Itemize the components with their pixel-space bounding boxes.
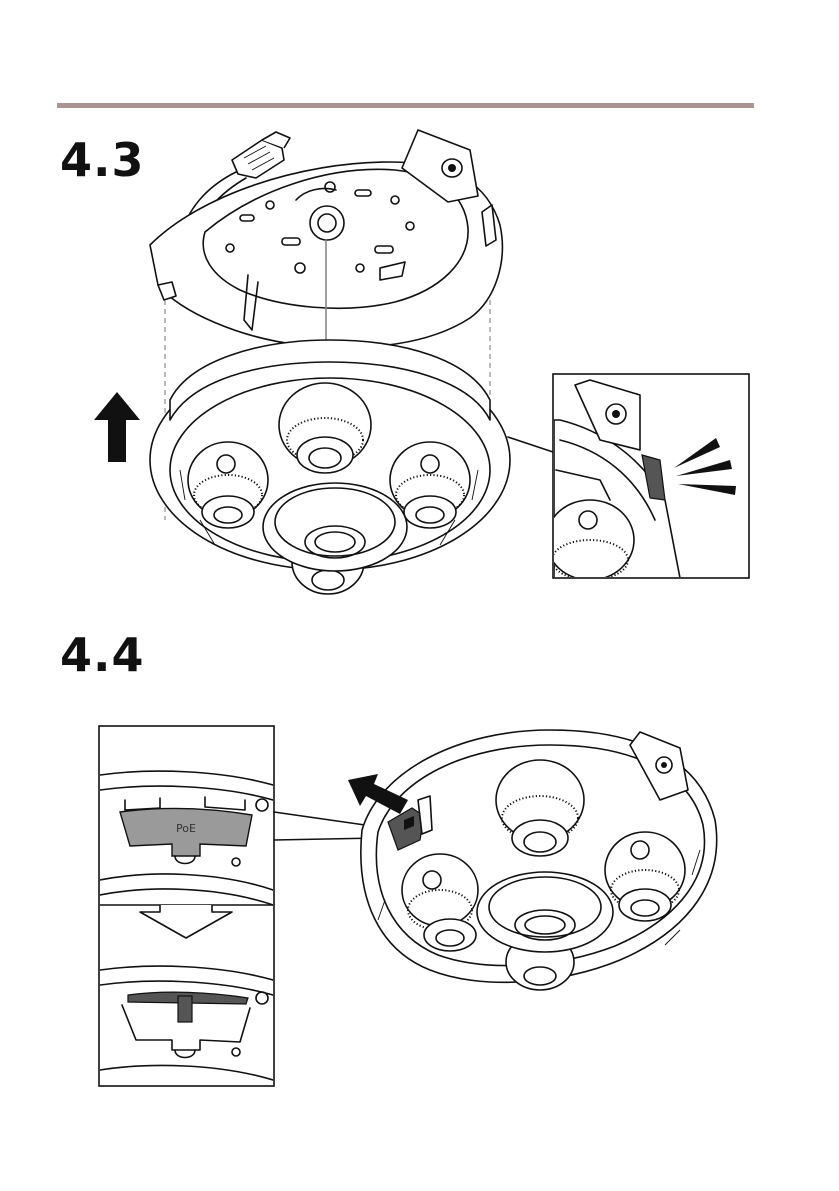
step-4-3-illustration (0, 0, 839, 620)
step-4-4-illustration: PoE (0, 700, 839, 1100)
camera-unit (150, 340, 510, 594)
detail-click-inset (546, 374, 749, 580)
arrow-up-icon (94, 392, 140, 462)
poe-cover-inset: PoE (99, 726, 274, 1086)
step-number-4-4: 4.4 (60, 632, 145, 678)
camera-unit-open (361, 730, 717, 990)
poe-label: PoE (176, 822, 196, 835)
